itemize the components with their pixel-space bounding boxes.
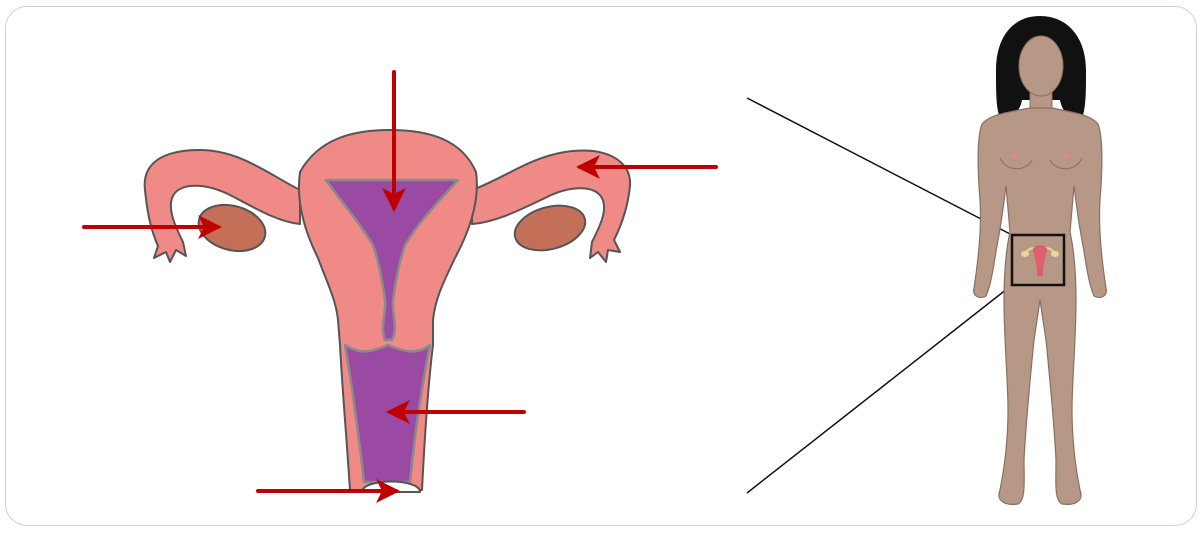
- zoom-line-bottom: [747, 285, 1012, 493]
- zoom-line-top: [747, 98, 1012, 235]
- torso-and-legs: [974, 108, 1107, 504]
- uterus-illustration: [145, 130, 630, 492]
- nipple: [1011, 153, 1018, 160]
- female-body-figure: [974, 16, 1107, 504]
- nipple: [1063, 153, 1070, 160]
- face: [1019, 36, 1063, 96]
